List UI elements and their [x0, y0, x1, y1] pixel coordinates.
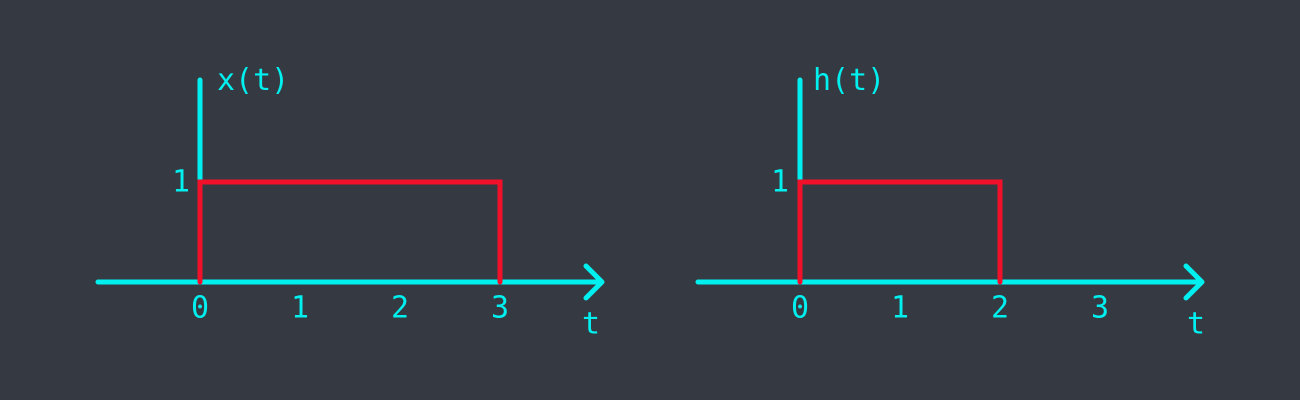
- signal-label: h(t): [813, 63, 885, 98]
- x-axis-arrowhead: [1183, 263, 1205, 301]
- x-axis-label: t: [1187, 307, 1205, 342]
- plot-x: x(t) 1 0 1 2 3 t: [95, 63, 605, 342]
- x-axis-arrowhead: [583, 263, 605, 301]
- x-tick-label: 3: [491, 291, 509, 326]
- y-tick-label: 1: [771, 165, 789, 200]
- x-tick-label: 2: [991, 291, 1009, 326]
- x-tick-label: 1: [291, 291, 309, 326]
- x-tick-label: 1: [891, 291, 909, 326]
- signal-line: [197, 179, 503, 285]
- signal-label: x(t): [217, 63, 289, 98]
- x-axis-label: t: [582, 307, 600, 342]
- x-tick-label: 0: [191, 291, 209, 326]
- x-tick-label: 0: [791, 291, 809, 326]
- x-tick-label: 3: [1091, 291, 1109, 326]
- y-tick-label: 1: [172, 165, 190, 200]
- signal-line: [797, 179, 1003, 285]
- x-tick-label: 2: [391, 291, 409, 326]
- plot-h: h(t) 1 0 1 2 3 t: [695, 63, 1205, 342]
